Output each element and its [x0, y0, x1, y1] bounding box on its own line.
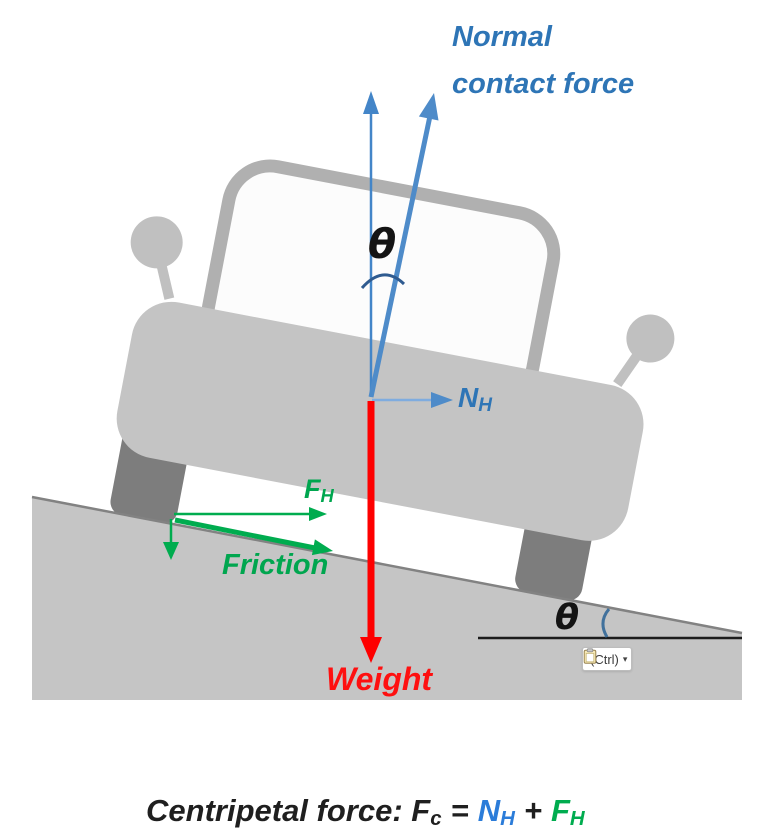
equation-term-fh-sub: H: [569, 807, 585, 831]
equation-plus: +: [523, 793, 542, 828]
equation-prefix-sub: c: [430, 807, 442, 831]
friction-arrowhead: [311, 539, 333, 556]
car-body: [116, 301, 644, 541]
car-mirror-left: [130, 216, 183, 269]
paste-options-button[interactable]: (Ctrl) ▾: [582, 647, 633, 671]
nh-label: NH: [458, 382, 492, 417]
angle-arc-bottom: [601, 608, 611, 638]
normal-force-arrow-line: [368, 115, 433, 398]
equation-term-fh: FH: [550, 793, 585, 831]
fh-component-arrowhead: [309, 507, 327, 521]
friction-arrow-line: [174, 517, 316, 551]
incline-surface-line: [31, 495, 743, 635]
inclined-road: [32, 497, 742, 700]
nh-label-base: N: [458, 382, 479, 413]
equation-term-nh-sub: H: [500, 807, 515, 831]
paste-options-label: (Ctrl): [590, 651, 619, 667]
equation-equals: =: [450, 793, 469, 828]
vertical-reference-arrowhead: [363, 91, 379, 114]
nh-label-sub: H: [478, 395, 492, 417]
car-silhouette: [110, 159, 675, 601]
normal-label-line2: contact force: [452, 68, 635, 100]
fh-label: FH: [304, 474, 334, 507]
car-mirror-right: [626, 314, 675, 363]
theta-bottom-label: θ: [555, 598, 580, 638]
theta-top-label: θ: [368, 220, 397, 268]
fh-label-sub: H: [320, 485, 334, 507]
normal-contact-force-label: Normal contact force: [452, 14, 634, 108]
normal-force-arrowhead: [418, 93, 439, 121]
fh-label-base: F: [304, 474, 321, 504]
caret-down-icon[interactable]: ▾: [622, 653, 628, 664]
nh-component-arrowhead: [431, 392, 453, 408]
equation-prefix: Centripetal force: Fc: [146, 793, 442, 831]
weight-label: Weight: [326, 661, 433, 697]
equation-term-nh: NH: [477, 793, 515, 831]
weight-arrowhead: [360, 637, 382, 663]
friction-label: Friction: [222, 549, 329, 581]
force-diagram-canvas: [31, 91, 743, 700]
angle-arc-top: [360, 273, 406, 290]
normal-label-line1: Normal: [452, 21, 552, 53]
centripetal-force-equation: Centripetal force: Fc=NH+FH: [146, 793, 585, 831]
friction-vertical-component-arrowhead: [163, 542, 179, 560]
